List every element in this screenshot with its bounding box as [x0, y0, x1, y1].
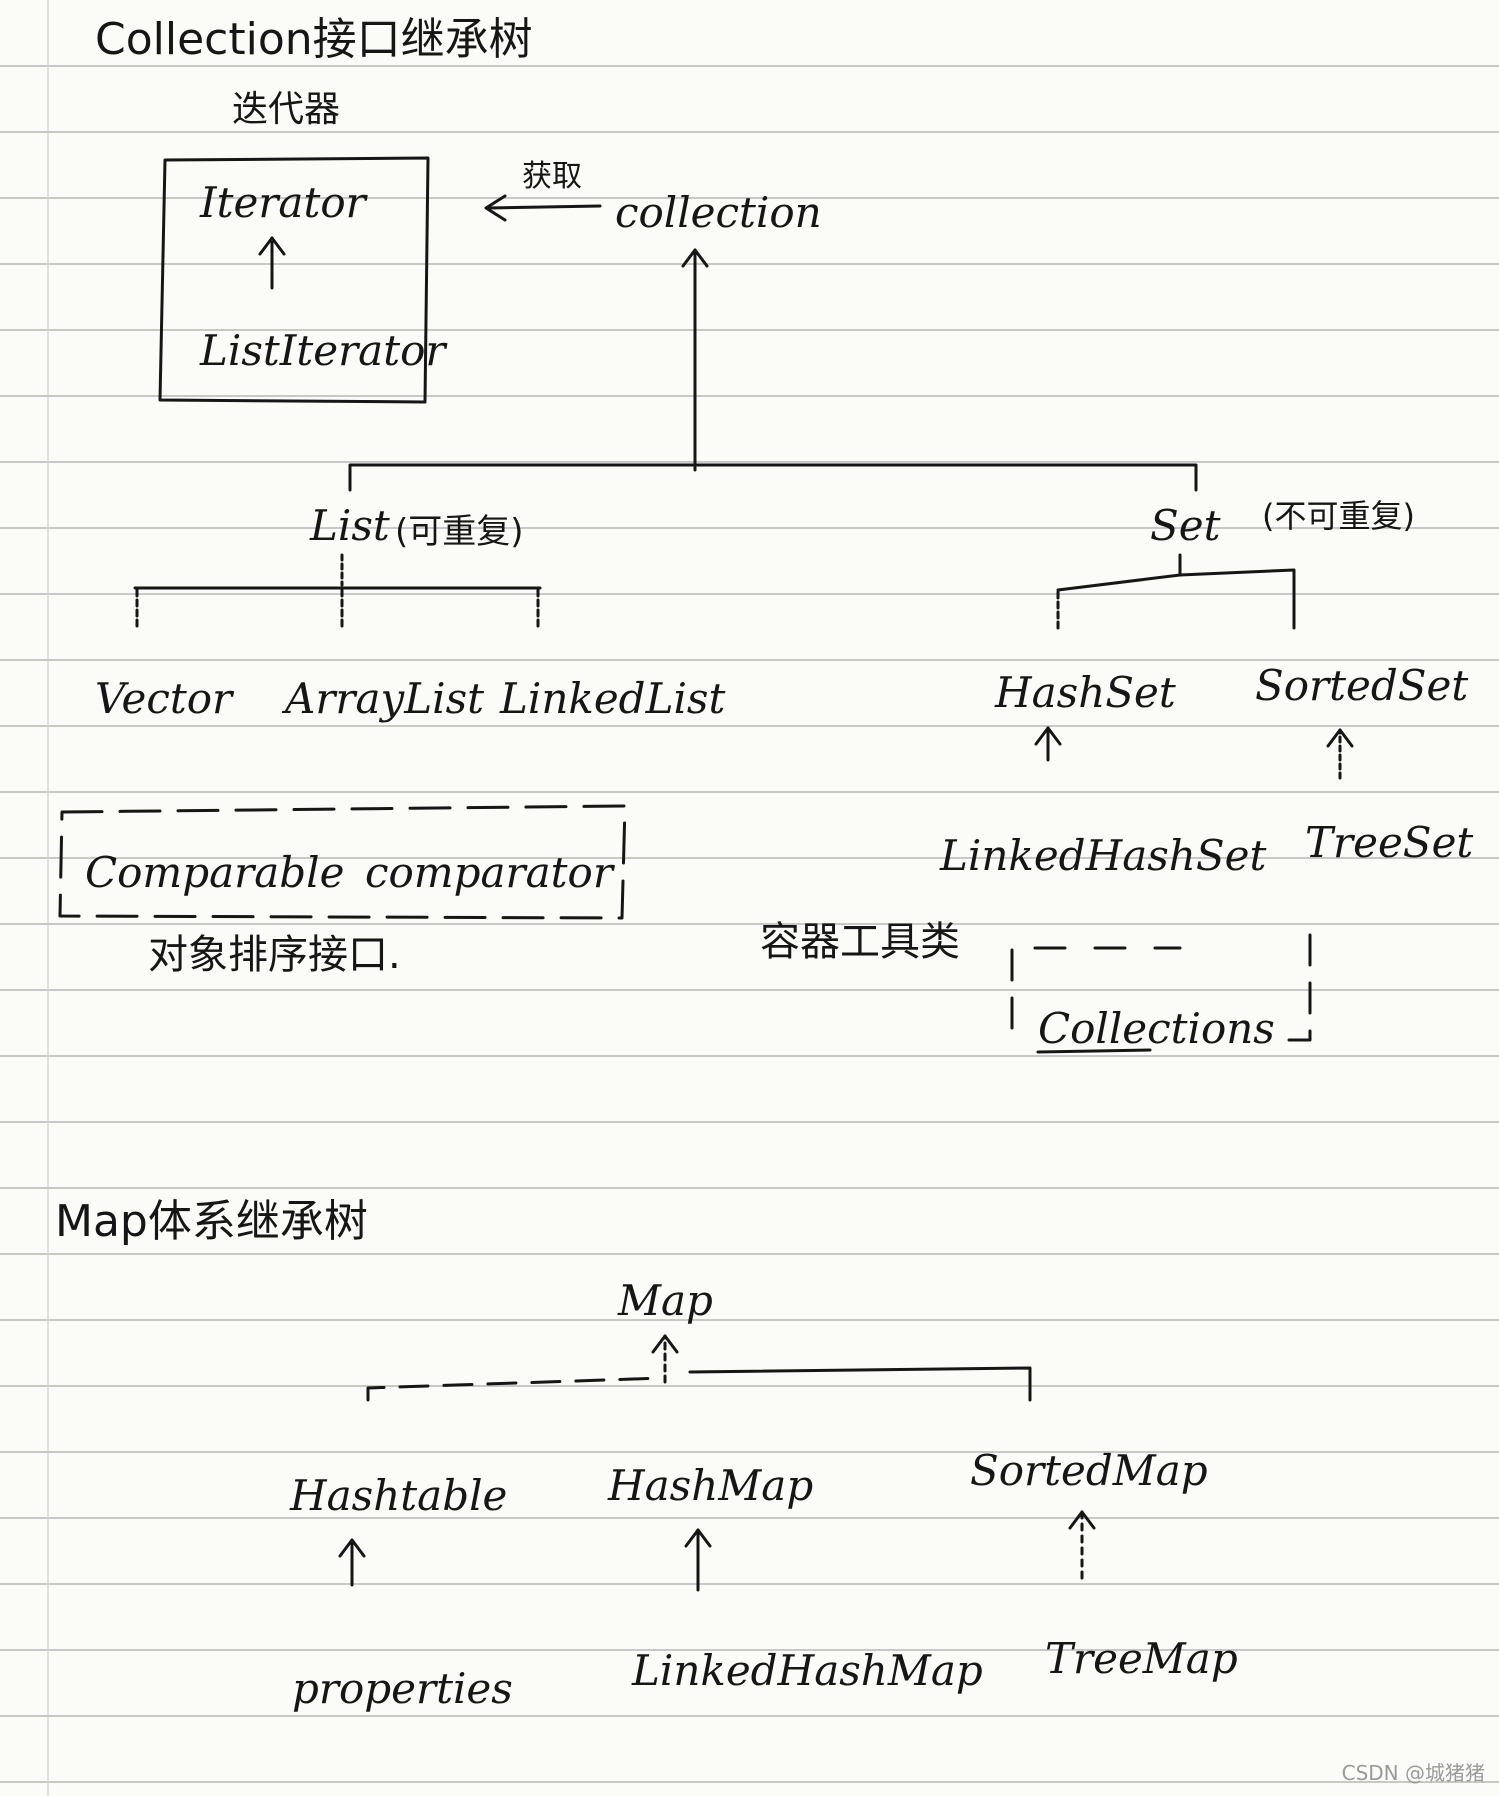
node-linkedlist: LinkedList [500, 674, 726, 723]
arrow-linkedhashmap-to-hashmap-head [684, 1528, 712, 1548]
node-arraylist: ArrayList [285, 674, 485, 723]
node-hashset: HashSet [995, 668, 1176, 717]
comparator-label: comparator [365, 848, 613, 897]
node-linkedhashmap: LinkedHashMap [632, 1646, 983, 1695]
node-hashtable: Hashtable [290, 1471, 508, 1520]
arrow-properties-to-hashtable-head [338, 1538, 366, 1558]
node-properties: properties [292, 1664, 513, 1713]
arrow-children-to-collection-head [681, 248, 709, 268]
comparator-box [58, 804, 627, 920]
collection-tree-title: Collection接口继承树 [95, 14, 533, 65]
map-tree-title: Map体系继承树 [55, 1196, 368, 1247]
node-treemap: TreeMap [1045, 1634, 1238, 1683]
iterator-box [158, 156, 430, 404]
container-tools-label: 容器工具类 [760, 919, 960, 965]
iterator-group-label: 迭代器 [232, 89, 341, 130]
arrow-listiterator-to-iterator-head [258, 236, 286, 256]
node-treeset: TreeSet [1305, 818, 1474, 867]
arrow-obtain-head [484, 194, 507, 222]
node-set: Set [1150, 501, 1221, 550]
node-list: List [310, 501, 390, 550]
set-children-bar [1056, 568, 1296, 630]
node-hashmap: HashMap [608, 1461, 814, 1510]
node-listiterator: ListIterator [200, 326, 446, 375]
node-sortedset: SortedSet [1255, 661, 1469, 710]
node-collection: collection [615, 188, 822, 237]
node-iterator: Iterator [200, 178, 366, 227]
node-vector: Vector [95, 674, 233, 723]
node-linkedhashset: LinkedHashSet [940, 831, 1267, 880]
map-to-sortedmap [688, 1366, 1032, 1402]
collections-label: Collections [1038, 1004, 1275, 1053]
arrow-linkedhashset-to-hashset-head [1034, 726, 1062, 746]
arrow-treemap-to-sortedmap-head [1068, 1510, 1096, 1530]
set-note: (不可重复) [1262, 497, 1415, 535]
comparable-label: Comparable [85, 848, 345, 897]
arrow-treeset-to-sortedset-head [1326, 728, 1354, 748]
obtain-label: 获取 [522, 159, 582, 194]
list-note: (可重复) [395, 512, 524, 552]
node-sortedmap: SortedMap [970, 1446, 1208, 1495]
collection-children-bracket [348, 463, 1198, 492]
arrow-obtain-shaft [486, 204, 602, 210]
node-map: Map [618, 1276, 713, 1325]
collections-bracket-right [1278, 933, 1312, 1042]
map-to-hashtable-dashed [366, 1376, 665, 1402]
collections-underline [1036, 1048, 1152, 1054]
arrow-hashmap-to-map-head [651, 1334, 679, 1354]
sort-interface-label: 对象排序接口. [148, 932, 401, 978]
watermark: CSDN @城猪猪 [1341, 1761, 1485, 1785]
